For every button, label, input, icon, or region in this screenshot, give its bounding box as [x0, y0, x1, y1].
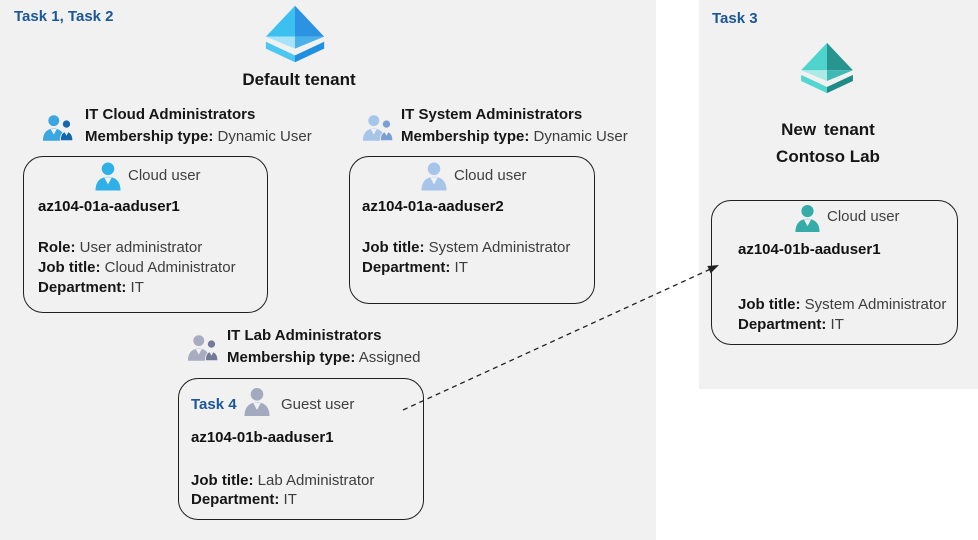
membership-value: Assigned	[358, 349, 421, 366]
user-name: az104-01b-aaduser1	[191, 429, 334, 446]
membership-label: Membership type:	[85, 128, 214, 145]
membership-type: Membership type: Assigned	[227, 349, 420, 366]
guest-user-icon	[244, 388, 270, 416]
field-department: Department: IT	[191, 491, 297, 508]
task-4-label: Task 4	[191, 396, 237, 413]
task-1-2-label: Task 1, Task 2	[14, 8, 114, 25]
user-card-aaduser1	[23, 156, 268, 313]
pyramid-face-icon	[295, 36, 325, 49]
pyramid-base-icon	[265, 41, 295, 63]
new-tenant-title-line1: New tenant	[781, 120, 875, 139]
field-job-title: Job title: Cloud Administrator	[38, 259, 236, 276]
pyramid-base-icon	[801, 74, 827, 94]
new-tenant-title-line2: Contoso Lab	[776, 147, 880, 166]
guest-user-card	[178, 378, 424, 520]
field-job-title: Job title: Lab Administrator	[191, 472, 375, 489]
default-tenant-title: Default tenant	[242, 70, 356, 89]
pyramid-face-icon	[801, 42, 827, 71]
cloud-user-icon	[95, 162, 121, 191]
azure-ad-tenant-icon	[265, 5, 325, 63]
field-role: Role: User administrator	[38, 239, 203, 256]
user-type-label: Cloud user	[827, 208, 900, 225]
user-type-label: Guest user	[281, 396, 355, 413]
pyramid-base-icon	[295, 41, 325, 63]
membership-label: Membership type:	[227, 349, 356, 366]
user-type-label: Cloud user	[454, 167, 527, 184]
group-users-icon	[362, 115, 394, 142]
user-name: az104-01b-aaduser1	[738, 241, 881, 258]
user-fields: Job title: System Administrator Departme…	[362, 238, 570, 278]
pyramid-face-icon	[265, 36, 295, 49]
user-fields: Role: User administrator Job title: Clou…	[38, 238, 236, 298]
pyramid-face-icon	[295, 5, 325, 37]
group-users-icon	[42, 115, 74, 142]
field-job-title: Job title: System Administrator	[738, 296, 947, 313]
new-tenant-icon	[801, 42, 853, 94]
group-title: IT Cloud Administrators	[85, 106, 256, 123]
pyramid-base-icon	[827, 74, 853, 94]
membership-type: Membership type: Dynamic User	[401, 128, 628, 145]
membership-value: Dynamic User	[217, 128, 312, 145]
group-users-icon	[187, 335, 219, 362]
user-fields: Job title: Lab Administrator Department:…	[191, 471, 374, 509]
pyramid-face-icon	[827, 42, 853, 71]
cloud-user-icon	[421, 162, 447, 191]
membership-label: Membership type:	[401, 128, 530, 145]
pyramid-face-icon	[265, 5, 295, 37]
membership-type: Membership type: Dynamic User	[85, 128, 312, 145]
field-department: Department: IT	[38, 279, 144, 296]
user-fields: Job title: System Administrator Departme…	[738, 295, 946, 335]
membership-value: Dynamic User	[533, 128, 628, 145]
field-job-title: Job title: System Administrator	[362, 239, 571, 256]
field-department: Department: IT	[362, 259, 468, 276]
task-3-label: Task 3	[712, 10, 758, 27]
group-title: IT Lab Administrators	[227, 327, 382, 344]
group-title: IT System Administrators	[401, 106, 583, 123]
field-department: Department: IT	[738, 316, 844, 333]
cloud-user-icon	[795, 205, 820, 232]
user-name: az104-01a-aaduser2	[362, 198, 504, 215]
user-type-label: Cloud user	[128, 167, 201, 184]
user-name: az104-01a-aaduser1	[38, 198, 180, 215]
